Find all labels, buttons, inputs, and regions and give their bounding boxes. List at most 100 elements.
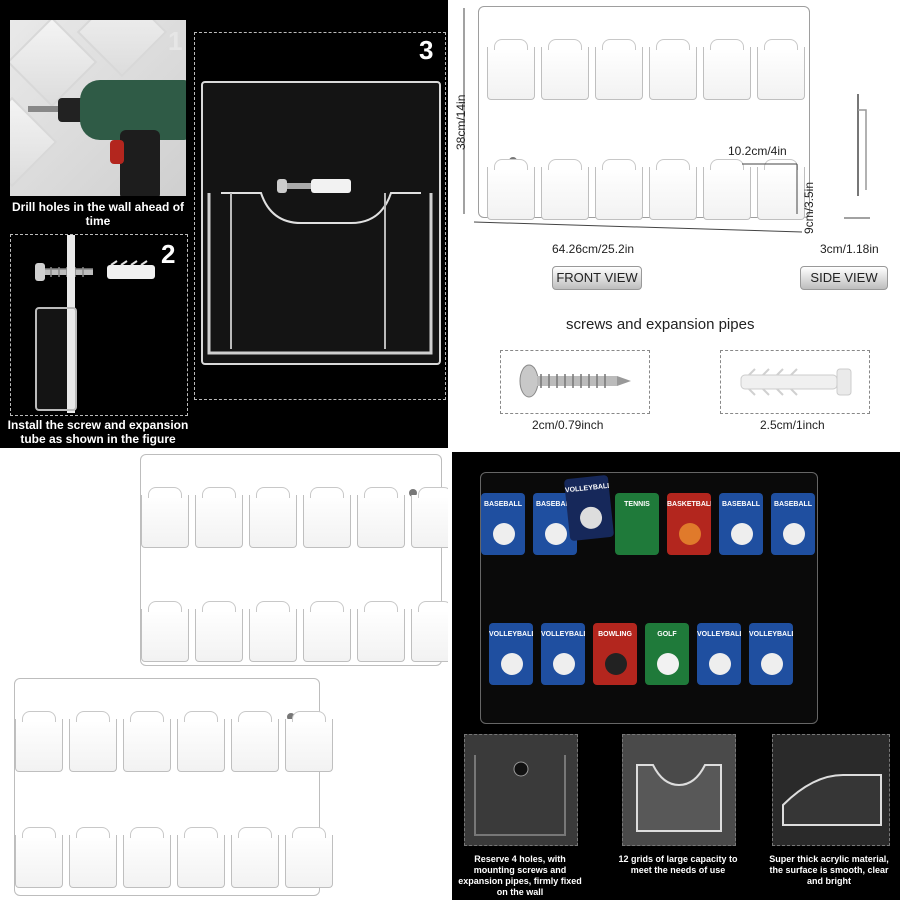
card-bottom-3: BOWLING xyxy=(593,623,637,685)
pocket-row-top xyxy=(15,711,333,772)
pocket-closeup-icon xyxy=(636,764,722,832)
pipe-frame xyxy=(720,350,870,414)
pocket xyxy=(231,827,279,888)
front-view-drawing xyxy=(478,6,810,220)
pocket xyxy=(595,39,643,100)
card-bottom-1: VOLLEYBALL xyxy=(489,623,533,685)
pocket xyxy=(285,711,333,772)
in-use-panel: BASEBALL BASEBALL VOLLEYBALL TENNIS BASK… xyxy=(452,452,900,900)
pocket xyxy=(231,711,279,772)
mounted-screw-icon xyxy=(277,179,351,193)
wall-section xyxy=(67,235,75,413)
card-held: VOLLEYBALL xyxy=(563,474,615,542)
detail-mounting-hole xyxy=(464,734,578,846)
caption-mounting: Reserve 4 holes, with mounting screws an… xyxy=(458,854,582,897)
pocket xyxy=(595,159,643,220)
pocket xyxy=(141,601,189,662)
pocket xyxy=(15,711,63,772)
thickness-closeup-icon xyxy=(782,774,882,826)
caption-material: Super thick acrylic material, the surfac… xyxy=(769,854,889,886)
step2-frame: 2 xyxy=(10,234,188,416)
card-top-6: BASEBALL xyxy=(719,493,763,555)
pocket xyxy=(541,159,589,220)
step2-caption: Install the screw and expansion tube as … xyxy=(7,418,189,446)
pocket xyxy=(357,487,405,548)
dimension-lines xyxy=(463,8,870,233)
pocket-width-dimension: 10.2cm/4in xyxy=(728,144,787,158)
detail-acrylic-thickness xyxy=(772,734,890,846)
drill-bit xyxy=(28,106,60,112)
drill-photo: 1 xyxy=(10,20,186,196)
height-dimension: 38cm/14in xyxy=(454,94,468,150)
pocket xyxy=(123,711,171,772)
pocket xyxy=(69,711,117,772)
pocket-row-top xyxy=(141,487,448,548)
pocket xyxy=(123,827,171,888)
pocket-row-bottom xyxy=(487,159,805,220)
step3-frame: 3 xyxy=(194,32,446,400)
step-number-2: 2 xyxy=(161,239,176,269)
pocket xyxy=(487,159,535,220)
pocket xyxy=(649,39,697,100)
product-views-panel xyxy=(0,452,448,900)
drill-handle xyxy=(120,130,160,196)
pocket xyxy=(357,601,405,662)
hardware-subtitle: screws and expansion pipes xyxy=(566,316,755,333)
mounting-hole xyxy=(287,713,295,721)
hole-closeup-icon xyxy=(474,755,566,836)
card-top-1: BASEBALL xyxy=(481,493,525,555)
pocket xyxy=(69,827,117,888)
pocket-row-top xyxy=(487,39,805,100)
pocket xyxy=(15,827,63,888)
card-top-5: BASKETBALL xyxy=(667,493,711,555)
mounting-hole xyxy=(409,489,417,497)
pocket xyxy=(541,39,589,100)
card-bottom-6: VOLLEYBALL xyxy=(749,623,793,685)
step-number-3: 3 xyxy=(419,35,434,65)
caption-capacity: 12 grids of large capacity to meet the n… xyxy=(618,854,738,875)
pocket xyxy=(703,39,751,100)
pocket xyxy=(411,601,448,662)
pocket xyxy=(141,487,189,548)
pocket xyxy=(195,601,243,662)
product-panel-front xyxy=(14,678,333,896)
pocket-closeup-icon xyxy=(207,192,433,355)
filled-display-board: BASEBALL BASEBALL VOLLEYBALL TENNIS BASK… xyxy=(480,472,818,724)
dimensions-panel: 38cm/14in 10.2cm/4in 9cm/3.5in 64.26cm/2… xyxy=(452,0,900,448)
installation-steps-panel: 1 Drill holes in the wall ahead of time … xyxy=(0,0,448,448)
acrylic-edge xyxy=(35,307,77,411)
pocket-row-bottom xyxy=(15,827,333,888)
front-view-label: FRONT VIEW xyxy=(552,266,642,290)
card-top-7: BASEBALL xyxy=(771,493,815,555)
pipe-size: 2.5cm/1inch xyxy=(760,418,825,432)
card-bottom-2: VOLLEYBALL xyxy=(541,623,585,685)
detail-pocket xyxy=(622,734,736,846)
screw-and-anchor-icon xyxy=(35,260,155,281)
pocket xyxy=(757,39,805,100)
drill-trigger xyxy=(110,140,124,164)
screw-icon xyxy=(519,364,631,398)
pocket-row-bottom xyxy=(141,601,448,662)
pocket xyxy=(303,601,351,662)
pocket xyxy=(195,487,243,548)
side-view-label: SIDE VIEW xyxy=(800,266,888,290)
card-bottom-4: GOLF xyxy=(645,623,689,685)
product-panel-back xyxy=(140,454,448,666)
pocket xyxy=(249,601,297,662)
depth-dimension: 3cm/1.18in xyxy=(820,242,879,256)
width-dimension: 64.26cm/25.2in xyxy=(552,242,635,256)
pocket xyxy=(703,159,751,220)
step-number-1: 1 xyxy=(168,26,183,56)
pocket xyxy=(285,827,333,888)
card-bottom-5: VOLLEYBALL xyxy=(697,623,741,685)
pocket xyxy=(487,39,535,100)
expansion-pipe-icon xyxy=(740,368,852,396)
pocket xyxy=(249,487,297,548)
pocket-height-dimension: 9cm/3.5in xyxy=(802,181,816,234)
card-top-4: TENNIS xyxy=(615,493,659,555)
pocket xyxy=(177,827,225,888)
pocket xyxy=(303,487,351,548)
screw-size: 2cm/0.79inch xyxy=(532,418,604,432)
screw-frame xyxy=(500,350,650,414)
pocket xyxy=(649,159,697,220)
